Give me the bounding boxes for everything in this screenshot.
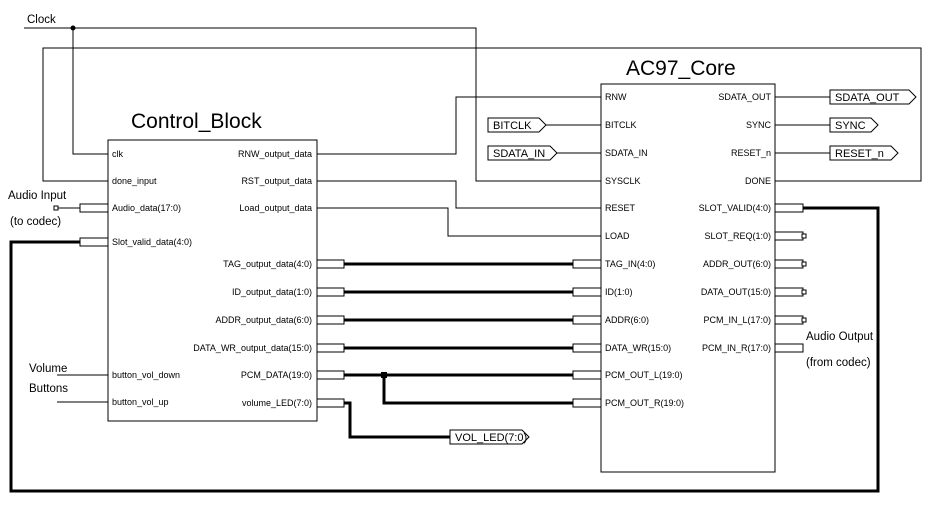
pcm-data-port (316, 370, 345, 380)
sdata-out-port-label: SDATA_OUT (835, 92, 900, 104)
pin-clk: clk (112, 149, 123, 159)
pin-addr-output-data: ADDR_output_data(6:0) (215, 315, 312, 325)
pcm-out-l-port (572, 370, 602, 380)
sync-port-symbol (829, 117, 879, 133)
pin-data-wr: DATA_WR(15:0) (605, 343, 671, 353)
pin-addr: ADDR(6:0) (605, 315, 649, 325)
ac97-core-box (600, 83, 776, 473)
vol-led-port-label: VOL_LED(7:0) (455, 432, 527, 444)
audio-data-port (79, 203, 109, 213)
pin-id-output-data: ID_output_data(1:0) (232, 287, 312, 297)
audio-input-label-line1: Audio Input (8, 190, 67, 202)
pin-done-input: done_input (112, 176, 157, 186)
pcm-bus-junction (381, 372, 387, 378)
pcm-in-l-port (774, 315, 804, 325)
rnw-wire (317, 96, 601, 155)
pin-bitclk: BITCLK (605, 120, 637, 130)
pin-pcm-out-l: PCM_OUT_L(19:0) (605, 370, 683, 380)
volume-label-line2: Buttons (29, 383, 68, 395)
bitclk-port-label: BITCLK (493, 120, 532, 132)
pin-audio-data: Audio_data(17:0) (112, 203, 181, 213)
addr-port (572, 315, 602, 325)
data-out-terminal (801, 289, 807, 295)
pin-id: ID(1:0) (605, 287, 633, 297)
slot-valid-data-port (79, 237, 109, 247)
addr-out-terminal (801, 261, 807, 267)
pin-slot-valid: SLOT_VALID(4:0) (699, 203, 771, 213)
pin-rnw: RNW (605, 92, 627, 102)
pin-data-wr-output-data: DATA_WR_output_data(15:0) (193, 343, 312, 353)
pin-load-output-data: Load_output_data (239, 203, 312, 213)
vol-led-port-symbol (449, 429, 530, 445)
clock-wire (24, 27, 601, 182)
sdata-in-port-symbol (487, 145, 558, 161)
pin-pcm-out-r: PCM_OUT_R(19:0) (605, 398, 684, 408)
load-wire (317, 207, 601, 237)
sdata-out-port-symbol (829, 89, 917, 105)
pin-tag-in: TAG_IN(4:0) (605, 259, 655, 269)
sync-port-label: SYNC (835, 120, 866, 132)
pcm-out-r-port (572, 398, 602, 408)
pin-addr-out: ADDR_OUT(6:0) (703, 259, 771, 269)
bitclk-port-symbol (487, 117, 547, 133)
pin-tag-output-data: TAG_output_data(4:0) (223, 259, 312, 269)
pin-volume-led: volume_LED(7:0) (242, 398, 312, 408)
slot-valid-port (774, 203, 804, 213)
pin-rst-output-data: RST_output_data (241, 176, 312, 186)
pin-button-vol-up: button_vol_up (112, 397, 169, 407)
volume-label-line1: Volume (29, 363, 67, 375)
clock-label: Clock (27, 14, 56, 26)
pin-slot-valid-data: Slot_valid_data(4:0) (112, 237, 192, 247)
ac97-core-title: AC97_Core (626, 57, 736, 80)
pin-button-vol-down: button_vol_down (112, 370, 180, 380)
data-wr-output-port (316, 343, 345, 353)
vol-led-bus (344, 401, 450, 439)
addr-out-port (774, 259, 804, 269)
pcm-out-r-bus (382, 375, 573, 405)
pcm-in-l-terminal (801, 317, 807, 323)
pin-sdata-out: SDATA_OUT (718, 92, 771, 102)
control-block-box (107, 139, 318, 422)
control-block-title: Control_Block (131, 110, 262, 133)
clock-to-clk-wire (72, 28, 108, 155)
sdata-in-port-label: SDATA_IN (493, 148, 545, 160)
addr-output-port (316, 315, 345, 325)
pin-done: DONE (745, 176, 771, 186)
audio-output-label-line1: Audio Output (806, 331, 874, 343)
pin-pcm-data: PCM_DATA(19:0) (241, 370, 312, 380)
done-feedback-wire (42, 47, 922, 182)
reset-n-port-symbol (829, 145, 899, 161)
pin-slot-req: SLOT_REQ(1:0) (704, 231, 771, 241)
pin-sysclk: SYSCLK (605, 176, 641, 186)
id-port (572, 287, 602, 297)
audio-input-terminal (53, 205, 59, 211)
slot-req-port (774, 231, 804, 241)
pin-load: LOAD (605, 231, 630, 241)
data-wr-port (572, 343, 602, 353)
slot-req-terminal (801, 233, 807, 239)
tag-in-port (572, 259, 602, 269)
pin-pcm-in-l: PCM_IN_L(17:0) (703, 315, 771, 325)
audio-output-label-line2: (from codec) (806, 357, 871, 369)
pin-pcm-in-r: PCM_IN_R(17:0) (702, 343, 771, 353)
pcm-in-r-port (774, 343, 804, 353)
pin-sync: SYNC (746, 120, 772, 130)
reset-n-port-label: RESET_n (835, 148, 884, 160)
audio-input-label-line2: (to codec) (10, 216, 61, 228)
pin-data-out: DATA_OUT(15:0) (701, 287, 771, 297)
pin-sdata-in: SDATA_IN (605, 148, 648, 158)
pin-reset: RESET (605, 203, 636, 213)
pin-reset-n: RESET_n (731, 148, 771, 158)
pin-rnw-output-data: RNW_output_data (238, 149, 312, 159)
slot-valid-bus (9, 206, 880, 493)
id-output-port (316, 287, 345, 297)
reset-wire (317, 180, 601, 209)
tag-output-port (316, 259, 345, 269)
data-out-port (774, 287, 804, 297)
volume-led-port (316, 398, 345, 408)
